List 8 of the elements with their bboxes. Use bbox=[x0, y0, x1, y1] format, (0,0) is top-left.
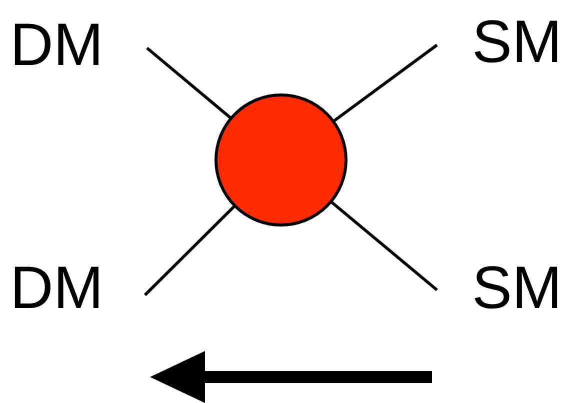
line bbox=[333, 44, 438, 122]
particle-label: SM bbox=[472, 12, 562, 72]
line bbox=[146, 46, 232, 119]
line bbox=[144, 205, 236, 296]
particle-label: DM bbox=[10, 15, 104, 75]
particle-label: SM bbox=[472, 258, 562, 318]
particle-label: DM bbox=[10, 258, 104, 318]
line bbox=[330, 201, 438, 292]
